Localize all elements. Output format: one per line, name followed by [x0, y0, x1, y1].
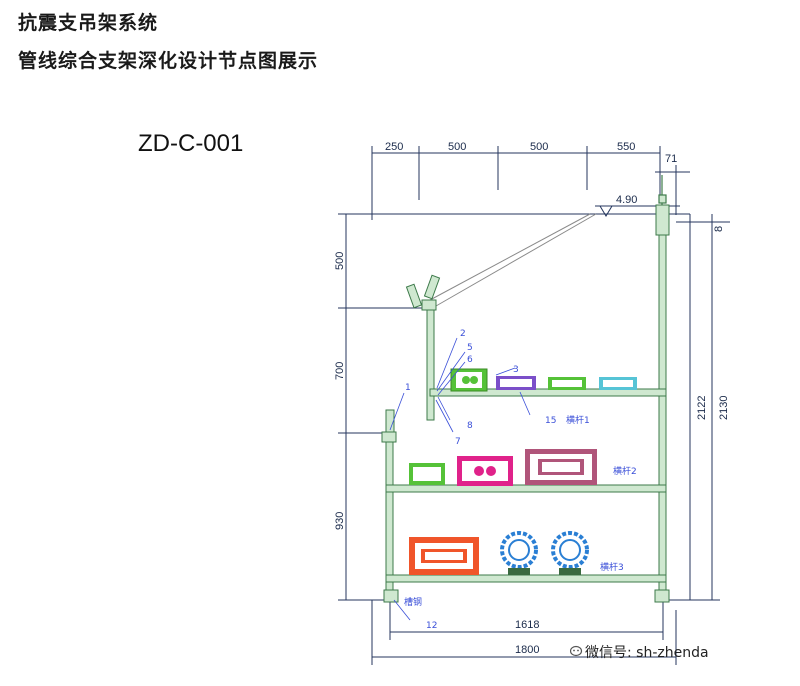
- left-dimension-lines: [338, 213, 590, 601]
- diagonal-brace: [429, 213, 597, 307]
- callout-1: 1: [405, 383, 411, 393]
- callout-2: 2: [460, 329, 466, 339]
- top-dimension-lines: [371, 146, 690, 220]
- elevation-marker: [587, 205, 690, 217]
- right-dim-2: 2130: [718, 396, 730, 420]
- top-right-dim: 71: [665, 153, 677, 165]
- callout-5: 5: [467, 343, 473, 353]
- right-small-dim: 8: [713, 226, 725, 232]
- title-line-2: 管线综合支架深化设计节点图展示: [18, 50, 319, 72]
- elevation-text: 4.90: [616, 194, 637, 206]
- left-dim-3: 930: [334, 512, 346, 530]
- top-dim-1: 250: [385, 141, 403, 153]
- beam-label-3: 横杆3: [600, 561, 624, 573]
- bottom-dim-2: 1800: [515, 644, 539, 656]
- tray-row-2: [409, 449, 597, 486]
- bottom-dimension-lines: [371, 600, 677, 665]
- title-line-1: 抗震支吊架系统: [18, 12, 159, 34]
- lower-left-clamp: [381, 409, 397, 443]
- right-dimension-lines: [660, 214, 730, 601]
- beam-label-2: 横杆2: [613, 465, 637, 477]
- watermark: 微信号: sh-zhenda: [585, 645, 709, 661]
- left-dim-2: 700: [334, 362, 346, 380]
- base-label: 槽钢: [404, 596, 422, 608]
- beam-label-1: 横杆1: [566, 414, 590, 426]
- top-dim-2: 500: [448, 141, 466, 153]
- left-dim-1: 500: [334, 252, 346, 270]
- callout-6: 6: [467, 355, 473, 365]
- top-anchor: [658, 175, 667, 205]
- tray-row-3: [409, 531, 589, 575]
- top-dim-3: 500: [530, 141, 548, 153]
- callout-15: 15: [545, 416, 556, 426]
- callout-12: 12: [426, 621, 437, 631]
- upper-clamp: [405, 274, 441, 311]
- callout-7: 7: [455, 437, 461, 447]
- right-dim-1: 2122: [696, 396, 708, 420]
- callout-8: 8: [467, 421, 473, 431]
- wechat-icon: [570, 645, 583, 657]
- tray-row-1: [450, 368, 637, 392]
- top-dim-4: 550: [617, 141, 635, 153]
- callout-3: 3: [513, 365, 519, 375]
- drawing-code: ZD-C-001: [138, 130, 244, 157]
- bottom-dim-1: 1618: [515, 619, 539, 631]
- callout-leaders: [389, 337, 531, 621]
